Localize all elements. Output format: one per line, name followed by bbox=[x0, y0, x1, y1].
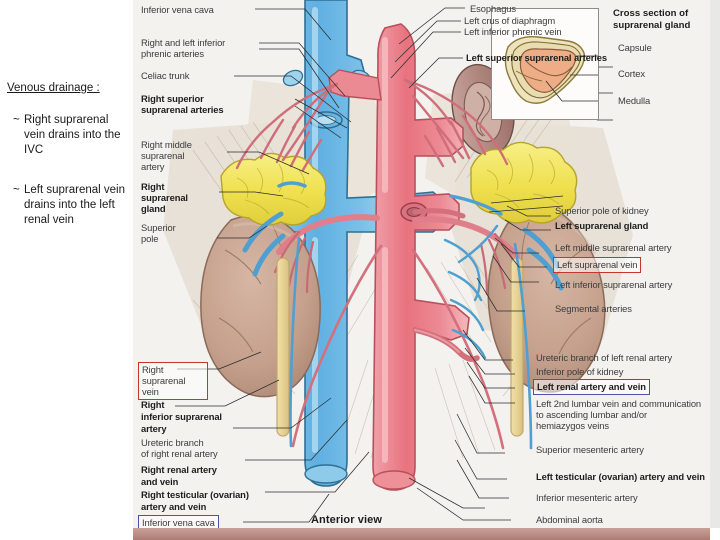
label-right-superior-suprarenal-arteries-line2: suprarenal arteries bbox=[141, 104, 224, 115]
label-right-suprarenal-vein-line1: Right bbox=[142, 364, 164, 375]
label-superior-pole-line2: pole bbox=[141, 233, 159, 244]
label-inferior-mesenteric-artery: Inferior mesenteric artery bbox=[536, 492, 638, 503]
bullet-marker: ~ bbox=[13, 184, 20, 196]
cross-section-title-line2: suprarenal gland bbox=[613, 19, 691, 31]
bullet-marker: ~ bbox=[13, 114, 20, 126]
cross-section-drawing bbox=[492, 9, 598, 119]
note-bullet-right-suprarenal: ~ Right suprarenal vein drains into the … bbox=[13, 113, 131, 159]
anatomy-drawing bbox=[133, 0, 710, 528]
label-left-middle-suprarenal-artery: Left middle suprarenal artery bbox=[555, 242, 672, 253]
left-suprarenal-vein-shape bbox=[449, 194, 503, 216]
illustration-bottom-cropped-strip bbox=[133, 528, 710, 540]
label-left-2nd-lumbar-vein-line3: hemiazygos veins bbox=[536, 420, 609, 431]
label-right-inferior-suprarenal-artery-line3: artery bbox=[141, 423, 167, 434]
bullet-text: Right suprarenal vein drains into the IV… bbox=[24, 114, 121, 157]
figure-caption-anterior-view: Anterior view bbox=[311, 514, 382, 526]
cross-section-title: Cross section of suprarenal gland bbox=[613, 8, 690, 31]
right-suprarenal-vein-shape bbox=[277, 181, 307, 188]
left-suprarenal-gland-shape bbox=[470, 141, 578, 224]
leader-lines-right bbox=[390, 7, 551, 521]
label-right-superior-suprarenal-arteries-line1: Right superior bbox=[141, 93, 204, 104]
label-right-renal-artery-vein-line2: and vein bbox=[141, 476, 179, 487]
label-inferior-vena-cava-top: Inferior vena cava bbox=[141, 4, 214, 15]
cross-section-inset-box bbox=[491, 8, 599, 120]
label-left-2nd-lumbar-vein-line1: Left 2nd lumbar vein and communication bbox=[536, 398, 702, 409]
label-left-suprarenal-vein-boxed: Left suprarenal vein bbox=[553, 257, 642, 273]
label-left-superior-suprarenal-arteries: Left superior suprarenal arteries bbox=[466, 52, 608, 63]
label-left-inferior-phrenic-vein: Left inferior phrenic vein bbox=[464, 26, 562, 37]
label-right-suprarenal-gland-line3: gland bbox=[141, 203, 166, 214]
label-phrenic-arteries-line2: phrenic arteries bbox=[141, 48, 205, 59]
label-inferior-pole-of-kidney: Inferior pole of kidney bbox=[536, 366, 624, 377]
label-abdominal-aorta: Abdominal aorta bbox=[536, 514, 603, 525]
label-ureteric-branch-left: Ureteric branch of left renal artery bbox=[536, 352, 673, 363]
label-right-testicular-ovarian-line1: Right testicular (ovarian) bbox=[141, 489, 249, 500]
label-phrenic-arteries-line1: Right and left inferior bbox=[141, 37, 226, 48]
ureters bbox=[276, 257, 524, 437]
renal-arteries bbox=[276, 214, 520, 259]
lumbar-veins bbox=[443, 224, 499, 360]
label-superior-mesenteric-artery: Superior mesenteric artery bbox=[536, 444, 644, 455]
bullet-text: Left suprarenal vein drains into the lef… bbox=[24, 184, 126, 227]
label-esophagus: Esophagus bbox=[470, 3, 517, 14]
label-right-inferior-suprarenal-artery-line1: Right bbox=[141, 399, 165, 410]
gonadal-arteries bbox=[291, 244, 505, 450]
label-right-inferior-suprarenal-artery-line2: inferior suprarenal bbox=[141, 411, 222, 422]
leader-lines-inset bbox=[488, 66, 613, 213]
label-capsule: Capsule bbox=[618, 42, 652, 53]
label-superior-pole-line1: Superior bbox=[141, 222, 176, 233]
anatomy-illustration: Cross section of suprarenal gland Capsul… bbox=[133, 0, 710, 528]
slide-notes-panel: Venous drainage : ~ Right suprarenal vei… bbox=[0, 0, 133, 540]
label-right-suprarenal-vein-line3: vein bbox=[142, 386, 159, 397]
label-medulla: Medulla bbox=[618, 95, 651, 106]
cross-section-title-line1: Cross section of bbox=[613, 8, 689, 19]
label-ureteric-branch-right-line1: Ureteric branch bbox=[141, 437, 204, 448]
label-cortex: Cortex bbox=[618, 68, 646, 79]
illustration-right-edge-strip bbox=[710, 0, 720, 528]
label-left-inferior-suprarenal-artery: Left inferior suprarenal artery bbox=[555, 279, 673, 290]
right-suprarenal-gland-shape bbox=[220, 152, 327, 226]
label-celiac-trunk: Celiac trunk bbox=[141, 70, 190, 81]
label-left-suprarenal-gland: Left suprarenal gland bbox=[555, 220, 649, 231]
label-right-suprarenal-vein-line2: suprarenal bbox=[142, 375, 186, 386]
label-right-middle-suprarenal-artery-line2: suprarenal bbox=[141, 150, 185, 161]
label-right-middle-suprarenal-artery-line1: Right middle bbox=[141, 139, 192, 150]
label-right-suprarenal-gland-line2: suprarenal bbox=[141, 192, 188, 203]
notes-heading: Venous drainage : bbox=[7, 82, 100, 94]
label-left-renal-artery-vein-boxed: Left renal artery and vein bbox=[533, 379, 650, 395]
label-left-2nd-lumbar-vein-line2: to ascending lumbar and/or bbox=[536, 409, 648, 420]
label-right-testicular-ovarian-line2: artery and vein bbox=[141, 501, 207, 512]
note-bullet-left-suprarenal: ~ Left suprarenal vein drains into the l… bbox=[13, 183, 131, 229]
label-inferior-vena-cava-bottom-boxed: Inferior vena cava bbox=[138, 515, 219, 528]
leader-lines-left bbox=[175, 8, 370, 523]
label-segmental-arteries: Segmental arteries bbox=[555, 303, 632, 314]
label-superior-pole-of-kidney: Superior pole of kidney bbox=[555, 205, 649, 216]
label-right-renal-artery-vein-line1: Right renal artery bbox=[141, 464, 217, 475]
label-ureteric-branch-right-line2: of right renal artery bbox=[141, 448, 218, 459]
label-right-suprarenal-gland-line1: Right bbox=[141, 181, 165, 192]
superior-mesenteric-artery-shape bbox=[412, 208, 466, 219]
label-left-crus-of-diaphragm: Left crus of diaphragm bbox=[464, 15, 556, 26]
label-right-suprarenal-vein-boxed: Right suprarenal vein bbox=[138, 362, 208, 400]
label-left-testicular-ovarian: Left testicular (ovarian) artery and vei… bbox=[536, 471, 705, 482]
label-right-middle-suprarenal-artery-line3: artery bbox=[141, 161, 165, 172]
gonadal-veins bbox=[289, 236, 533, 450]
